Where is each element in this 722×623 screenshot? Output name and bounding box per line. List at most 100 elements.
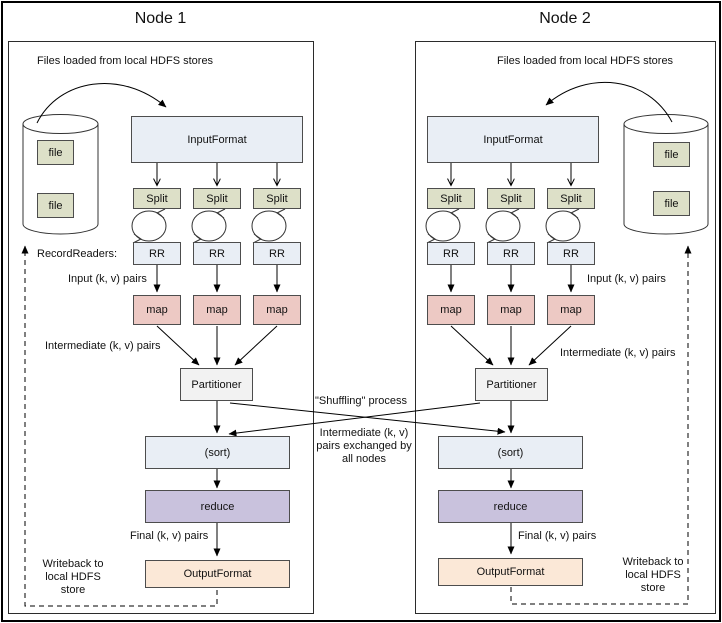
rr-box: RR [547,242,595,265]
map-box: map [427,295,475,325]
file-label: file [664,197,679,210]
loop-icon [485,208,521,244]
node1-final-pairs-label: Final (k, v) pairs [130,530,209,542]
file-box: file [653,142,690,167]
node2-hdfs-load-arrow [545,82,673,123]
rr-box: RR [133,242,181,265]
node2-partitioner-box: Partitioner [475,368,548,401]
sort-label: (sort) [497,446,524,459]
rr-box: RR [193,242,241,265]
intermediate-exchange-label: Intermediate (k, v) pairs exchanged by a… [316,427,412,465]
file-box: file [37,193,74,218]
rr-label: RR [209,247,225,260]
record-reader-loop-icons [131,208,581,244]
split-label: Split [266,192,288,205]
node2-intermediate-pairs-label: Intermediate (k, v) pairs [560,347,676,359]
node2-reduce-box: reduce [438,490,583,523]
map-label: map [206,304,228,316]
rr-label: RR [443,247,459,260]
node2-map-partitioner-arrows [450,325,572,366]
split-box: Split [253,188,301,209]
map-box: map [253,295,301,325]
split-box: Split [427,188,475,209]
split-box: Split [547,188,595,209]
node1-box [8,41,314,614]
node2-rr-map-arrows [447,265,575,293]
node2-writeback-label: Writeback to local HDFS store [622,556,684,594]
inputformat-label: InputFormat [483,133,543,146]
rr-label: RR [563,247,579,260]
map-label: map [500,304,522,316]
node2-final-pairs-label: Final (k, v) pairs [518,530,597,542]
node1-reduce-box: reduce [145,490,290,523]
map-label: map [266,304,288,316]
node1-map-partitioner-arrows [156,325,278,366]
map-box: map [487,295,535,325]
node1-intermediate-pairs-label: Intermediate (k, v) pairs [45,340,161,352]
split-label: Split [500,192,522,205]
file-label: file [48,199,63,212]
split-label: Split [560,192,582,205]
outputformat-label: OutputFormat [476,566,545,578]
split-label: Split [146,192,168,205]
node2-inputformat-box: InputFormat [427,116,599,163]
node1-title: Node 1 [134,10,187,27]
loop-icon [131,208,167,244]
node1-inputformat-split-arrows [157,163,277,185]
shuffling-process-label: "Shuffling" process [315,395,407,407]
partitioner-label: Partitioner [486,378,537,391]
node2-files-loaded-label: Files loaded from local HDFS stores [497,55,674,67]
node1-sort-box: (sort) [145,436,290,469]
node2-sort-box: (sort) [438,436,583,469]
map-box: map [547,295,595,325]
rr-label: RR [149,247,165,260]
inputformat-label: InputFormat [187,133,247,146]
node2-box [415,41,716,614]
node1-recordreaders-label: RecordReaders: [37,248,118,260]
reduce-label: reduce [493,500,528,513]
partitioner-label: Partitioner [191,378,242,391]
loop-icon [251,208,287,244]
split-box: Split [133,188,181,209]
node1-outputformat-box: OutputFormat [145,560,290,588]
split-label: Split [440,192,462,205]
loop-icon [191,208,227,244]
file-box: file [37,140,74,165]
node2-input-pairs-label: Input (k, v) pairs [587,273,666,285]
rr-box: RR [253,242,301,265]
split-box: Split [193,188,241,209]
reduce-label: reduce [200,500,235,513]
loop-icon [425,208,461,244]
node1-inputformat-box: InputFormat [131,116,303,163]
map-label: map [560,304,582,316]
node1-writeback-dashed-arrow [21,245,218,607]
loop-icon [545,208,581,244]
node2-writeback-dashed-arrow [510,245,692,605]
file-label: file [664,148,679,161]
map-label: map [440,304,462,316]
rr-box: RR [487,242,535,265]
map-label: map [146,304,168,316]
node1-writeback-label: Writeback to local HDFS store [42,558,104,596]
node1-input-pairs-label: Input (k, v) pairs [68,273,147,285]
node1-hdfs-load-arrow [36,82,167,124]
shuffle-arrow-node1-to-node2 [229,402,506,435]
file-box: file [653,191,690,216]
node1-rr-map-arrows [153,265,281,293]
outputformat-label: OutputFormat [183,568,252,580]
connector-layer [21,82,709,607]
map-box: map [133,295,181,325]
file-label: file [48,146,63,159]
node2-title: Node 2 [539,10,591,27]
shuffle-arrow-node2-to-node1 [228,402,481,437]
node1-files-loaded-label: Files loaded from local HDFS stores [37,55,214,67]
node2-inputformat-split-arrows [451,163,571,185]
rr-label: RR [503,247,519,260]
rr-box: RR [427,242,475,265]
node2-hdfs-cylinder-icon [623,114,709,235]
split-label: Split [206,192,228,205]
node1-partitioner-box: Partitioner [180,368,253,401]
split-box: Split [487,188,535,209]
sort-label: (sort) [204,446,231,459]
